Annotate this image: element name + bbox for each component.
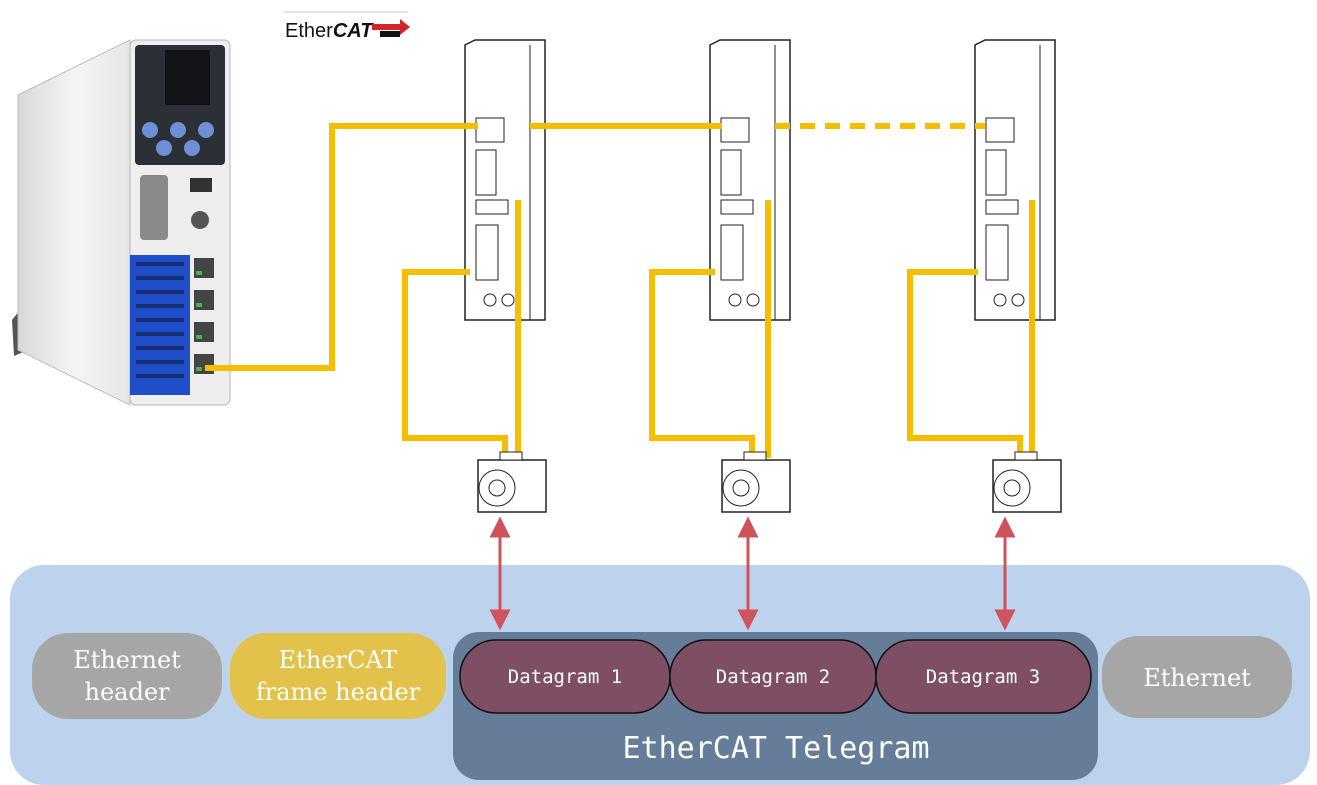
datagram-arrows	[489, 516, 1016, 631]
datagram-block-3: Datagram 3	[875, 639, 1092, 714]
servo-drive-3	[974, 39, 1056, 321]
cable-drive-1-to-motor-1-power	[402, 269, 508, 458]
datagram-2-label: Datagram 2	[716, 666, 830, 688]
cable-controller-to-drive-1	[205, 123, 478, 371]
ethernet-trailer-block: Ethernet	[1102, 636, 1292, 718]
ethernet-header-line1: Ethernet	[73, 646, 181, 674]
logo-text-ether: Ether	[285, 20, 333, 42]
servo-drive-2	[709, 39, 791, 321]
svg-text:EtherCAT: EtherCAT	[285, 20, 374, 42]
cable-drive-2-to-motor-2-power	[649, 269, 755, 458]
servo-motor-3	[992, 451, 1062, 513]
ethercat-telegram-label: EtherCAT Telegram	[622, 731, 929, 766]
ethernet-header-line2: header	[84, 678, 170, 706]
servo-motor-2	[721, 451, 791, 513]
logo-text-cat: CAT	[333, 20, 374, 42]
servo-motor-1	[477, 451, 547, 513]
cable-drive-3-to-motor-3-power	[907, 269, 1023, 458]
datagram-block-2: Datagram 2	[669, 639, 877, 714]
controller-device	[12, 39, 231, 406]
ethercat-logo: EtherCAT	[284, 11, 410, 42]
ethercat-frame-header-line1: EtherCAT	[279, 646, 398, 674]
datagram-block-1: Datagram 1	[459, 639, 671, 714]
ethercat-frame-header-block: EtherCAT frame header	[230, 633, 446, 719]
servo-drive-1	[464, 39, 546, 321]
ethernet-trailer-label: Ethernet	[1143, 664, 1251, 692]
datagram-3-label: Datagram 3	[926, 666, 1040, 688]
datagram-1-label: Datagram 1	[508, 666, 622, 688]
ethercat-frame-header-line2: frame header	[256, 678, 421, 706]
ethernet-header-block: Ethernet header	[32, 633, 222, 719]
ethercat-cables	[205, 123, 1035, 458]
